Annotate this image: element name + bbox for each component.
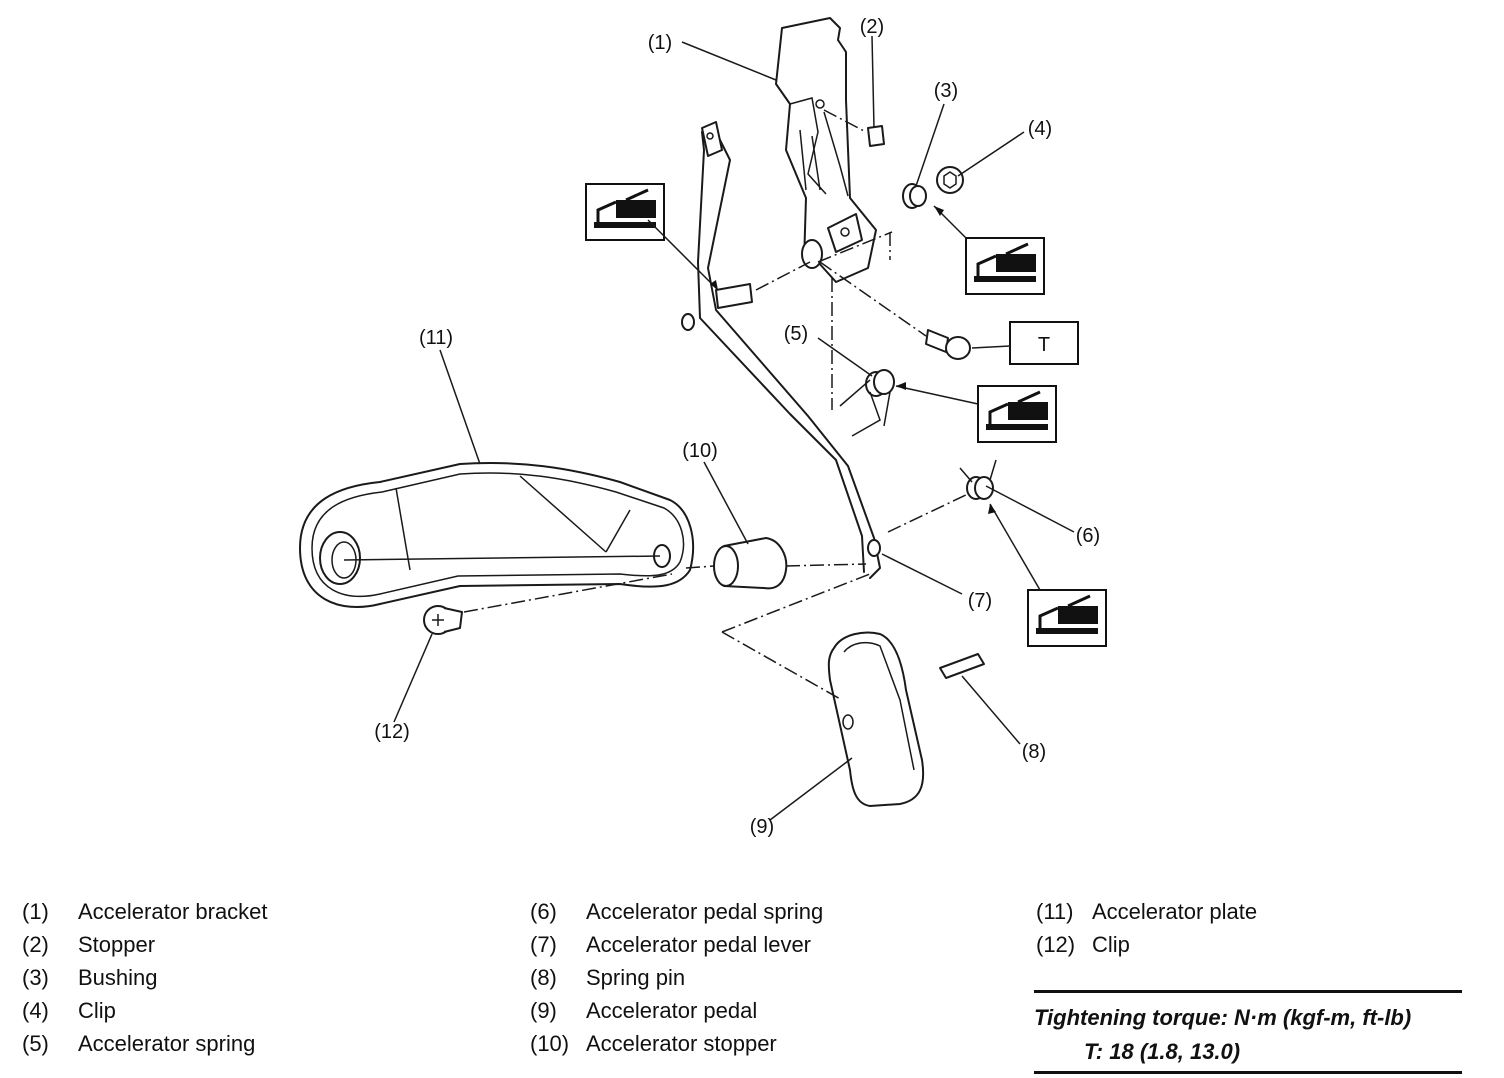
accelerator-pedal-spring — [959, 459, 997, 500]
legend-item: (2)Stopper — [22, 932, 156, 957]
callout-11: (11) — [419, 327, 453, 349]
grease-gun-icon — [964, 236, 1046, 296]
legend-item: (5)Accelerator spring — [22, 1031, 256, 1056]
legend-item: (1)Accelerator bracket — [22, 899, 268, 924]
legend-item: (3)Bushing — [22, 965, 158, 990]
exploded-parts-diagram: T (1) (2) (3) (4) (5) (6) (7) (8) (9) (1… — [299, 16, 1108, 838]
torque-heading: Tightening torque: N·m (kgf-m, ft-lb) — [1034, 1005, 1412, 1030]
legend-item: (9)Accelerator pedal — [530, 998, 758, 1023]
legend-item: (11)Accelerator plate — [1036, 899, 1258, 924]
callout-8: (8) — [1022, 741, 1046, 763]
callout-3: (3) — [934, 80, 958, 102]
torque-value: T: 18 (1.8, 13.0) — [1084, 1039, 1241, 1064]
callout-6: (6) — [1076, 525, 1100, 547]
legend-item: (8)Spring pin — [530, 965, 686, 990]
callout-9: (9) — [750, 816, 774, 838]
accelerator-pedal-lever — [681, 121, 881, 579]
grease-gun-icon — [976, 384, 1058, 444]
accelerator-pedal — [721, 573, 925, 807]
leader-arrowheads — [710, 206, 996, 514]
legend-item: (12)Clip — [1036, 932, 1130, 957]
legend-item: (6)Accelerator pedal spring — [530, 899, 824, 924]
grease-gun-icon — [1026, 588, 1108, 648]
leader-lines — [393, 35, 1075, 821]
accelerator-spring — [839, 369, 895, 437]
legend-column-1: (1)Accelerator bracket (2)Stopper (3)Bus… — [22, 895, 268, 1060]
torque-symbol: T — [1038, 334, 1050, 356]
callout-5: (5) — [784, 323, 808, 345]
legend-item: (10)Accelerator stopper — [530, 1031, 777, 1056]
legend-column-3: (11)Accelerator plate (12)Clip — [1036, 895, 1257, 961]
callout-12: (12) — [374, 721, 410, 743]
callout-7: (7) — [968, 590, 992, 612]
callout-2: (2) — [860, 16, 884, 38]
legend-item: (7)Accelerator pedal lever — [530, 932, 812, 957]
callout-1: (1) — [648, 32, 672, 54]
grease-gun-icon — [584, 182, 666, 242]
tightening-torque-box: Tightening torque: N·m (kgf-m, ft-lb) T:… — [1034, 990, 1462, 1074]
spring-pin — [939, 653, 985, 679]
clip-4 — [936, 166, 964, 194]
clip-12 — [423, 573, 673, 635]
bolt — [819, 261, 971, 360]
accelerator-bracket — [775, 17, 891, 410]
bushing — [902, 183, 927, 209]
accelerator-stopper — [685, 537, 867, 590]
torque-box-symbol — [1009, 321, 1079, 365]
stopper — [823, 109, 885, 147]
legend-item: (4)Clip — [22, 998, 116, 1023]
legend-column-2: (6)Accelerator pedal spring (7)Accelerat… — [530, 895, 823, 1060]
callout-4: (4) — [1028, 118, 1052, 140]
accelerator-plate — [299, 461, 694, 608]
callout-10: (10) — [682, 440, 718, 462]
